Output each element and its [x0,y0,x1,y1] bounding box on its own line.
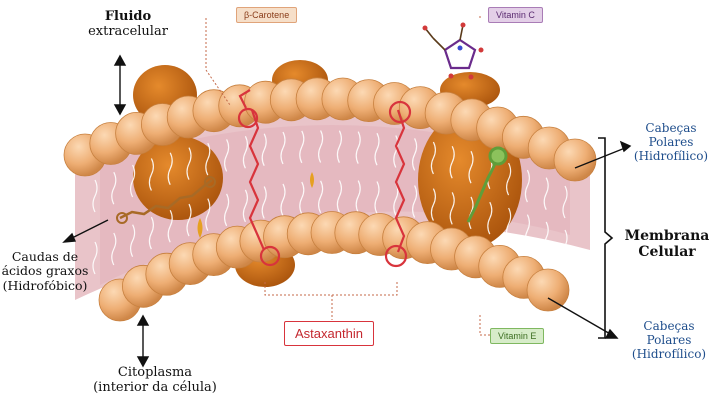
cabecas-top-line-1: Cabeças [628,122,714,136]
cabecas-top-line-2: Polares [628,136,714,150]
membrane-bracket [598,138,612,338]
cabecas-top-label: Cabeças Polares (Hidrofílico) [628,122,714,163]
membrana-line-1: Membrana [618,228,716,244]
vitamin-c-molecule-icon [423,23,484,80]
citoplasma-line-1: Citoplasma [90,366,220,381]
astaxanthin-tag: Astaxanthin [284,321,374,346]
cabecas-bottom-line-3: (Hidrofílico) [624,348,714,362]
lipid-head-bottom [527,269,569,311]
citoplasma-line-2: (interior da célula) [90,381,220,396]
cabecas-bottom-label: Cabeças Polares (Hidrofílico) [624,320,714,361]
vitamin-e-tag: Vitamin E [490,328,544,344]
cabecas-bottom-line-1: Cabeças [624,320,714,334]
cabecas-top-line-3: (Hidrofílico) [628,150,714,164]
membrana-label: Membrana Celular [618,228,716,260]
vitamin-c-tag: Vitamin C [488,7,543,23]
beta-carotene-tag: β-Carotene [236,7,297,23]
fluido-line-1: Fluido [88,10,168,25]
fluido-label: Fluido extracelular [88,10,168,40]
lipid-head-top [554,139,596,181]
caudas-line-1: Caudas de [0,250,90,264]
fluido-line-2: extracelular [88,25,168,40]
astaxanthin-connector [265,282,397,295]
cabecas-bottom-line-2: Polares [624,334,714,348]
citoplasma-label: Citoplasma (interior da célula) [90,366,220,396]
caudas-label: Caudas de ácidos graxos (Hidrofóbico) [0,250,90,293]
membrana-line-2: Celular [618,244,716,260]
caudas-line-2: ácidos graxos [0,264,90,278]
caudas-line-3: (Hidrofóbico) [0,279,90,293]
